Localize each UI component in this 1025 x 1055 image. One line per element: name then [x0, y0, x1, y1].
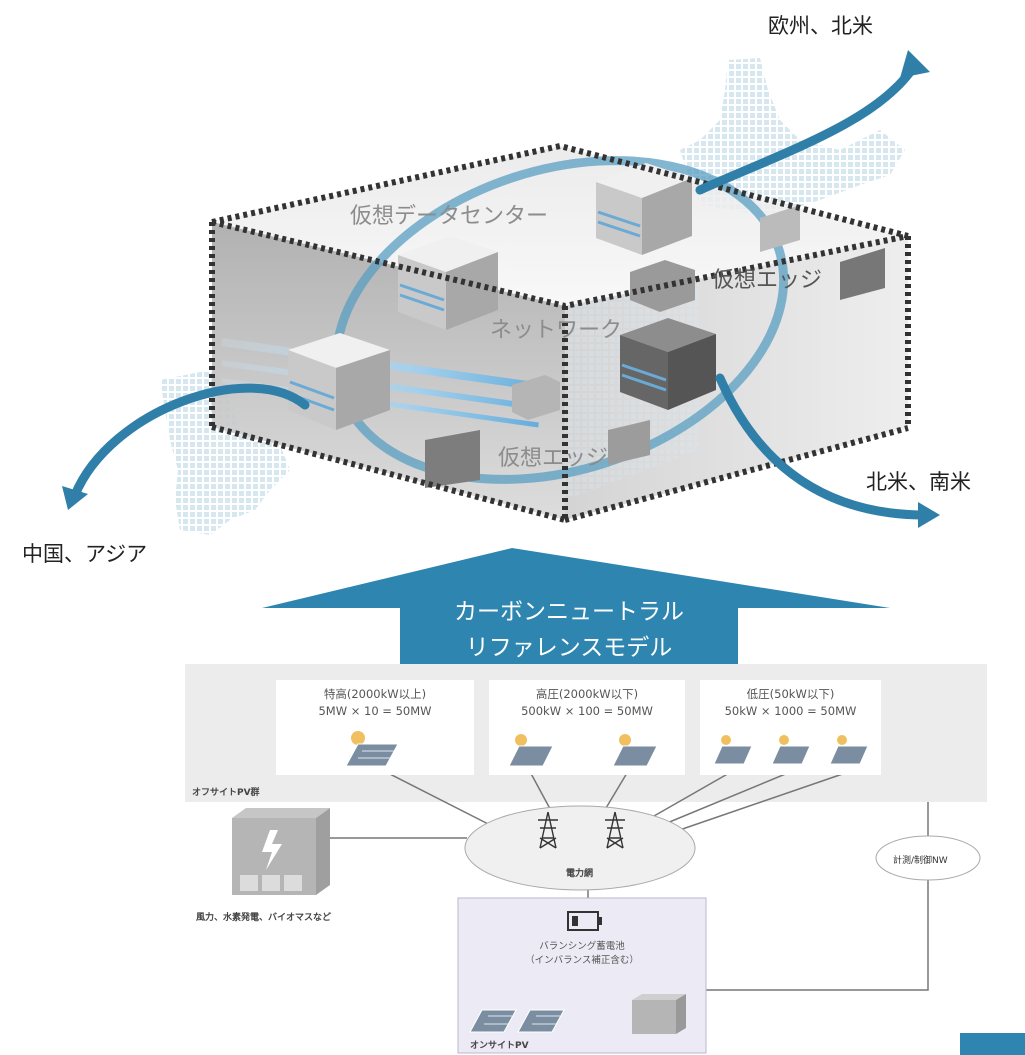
building-datacenter-front [288, 333, 390, 430]
solar-panel-icon [713, 735, 869, 765]
pv-group-title: 低圧(50kW以下) [746, 687, 835, 701]
map-asia [160, 370, 290, 535]
onsite-pv-label: オンサイトPV [470, 1041, 529, 1051]
arrow-to-europe [695, 50, 930, 195]
renewables-label: 風力、水素発電、バイオマスなど [196, 913, 332, 923]
banner-text: カーボンニュートラル リファレンスモデル [400, 586, 738, 664]
virtual-edge-label: 仮想エッジ [498, 446, 609, 471]
corner-accent [960, 1033, 1025, 1055]
battery-sublabel: （インバランス補正含む） [525, 955, 639, 966]
metering-label: 計測/制御NW [893, 856, 948, 866]
grid-label: 電力網 [566, 869, 594, 879]
region-label-asia: 中国、アジア [22, 542, 148, 566]
battery-icon [567, 911, 602, 931]
region-label-europe: 欧州、北米 [768, 14, 873, 38]
pv-group-formula: 5MW × 10 = 50MW [318, 704, 432, 718]
pylon-icon [538, 811, 625, 849]
solar-panel-icon [508, 734, 554, 767]
battery-label: バランシング蓄電池 [539, 941, 625, 952]
onsite-solar-panels [469, 1009, 565, 1033]
renewable-plant-icon [232, 808, 330, 895]
building-datacenter-dark [620, 318, 716, 410]
building-datacenter-right [596, 163, 692, 255]
pv-group-extra-high: 特高(2000kW以上) 5MW × 10 = 50MW [276, 680, 474, 775]
pv-group-high: 高圧(2000kW以下) 500kW × 100 = 50MW [489, 680, 685, 775]
region-label-americas: 北米、南米 [866, 470, 971, 494]
network-label: ネットワーク [490, 318, 623, 343]
pv-group-formula: 50kW × 1000 = 50MW [724, 704, 857, 718]
arrow-to-asia [62, 383, 310, 510]
metering-network [875, 835, 981, 881]
offsite-pv-label: オフサイトPV群 [192, 788, 260, 798]
virtual-edge-label: 仮想エッジ [712, 268, 823, 293]
banner-line-2: リファレンスモデル [465, 635, 673, 661]
banner-line-1: カーボンニュートラル [454, 599, 684, 625]
solar-panel-icon [612, 734, 658, 767]
pv-group-title: 特高(2000kW以上) [323, 687, 427, 701]
pv-group-low: 低圧(50kW以下) 50kW × 1000 = 50MW [700, 680, 881, 775]
arrow-to-americas [715, 373, 940, 528]
power-grid [464, 805, 696, 891]
solar-panel-icon [345, 731, 399, 767]
virtual-datacenter-label: 仮想データセンター [350, 204, 549, 229]
edge-box-1 [425, 205, 885, 488]
virtual-cube [209, 142, 911, 523]
onsite-building-icon [632, 994, 686, 1034]
pv-group-title: 高圧(2000kW以下) [535, 687, 639, 701]
pv-group-formula: 500kW × 100 = 50MW [521, 704, 653, 718]
reference-model-banner [262, 548, 890, 666]
